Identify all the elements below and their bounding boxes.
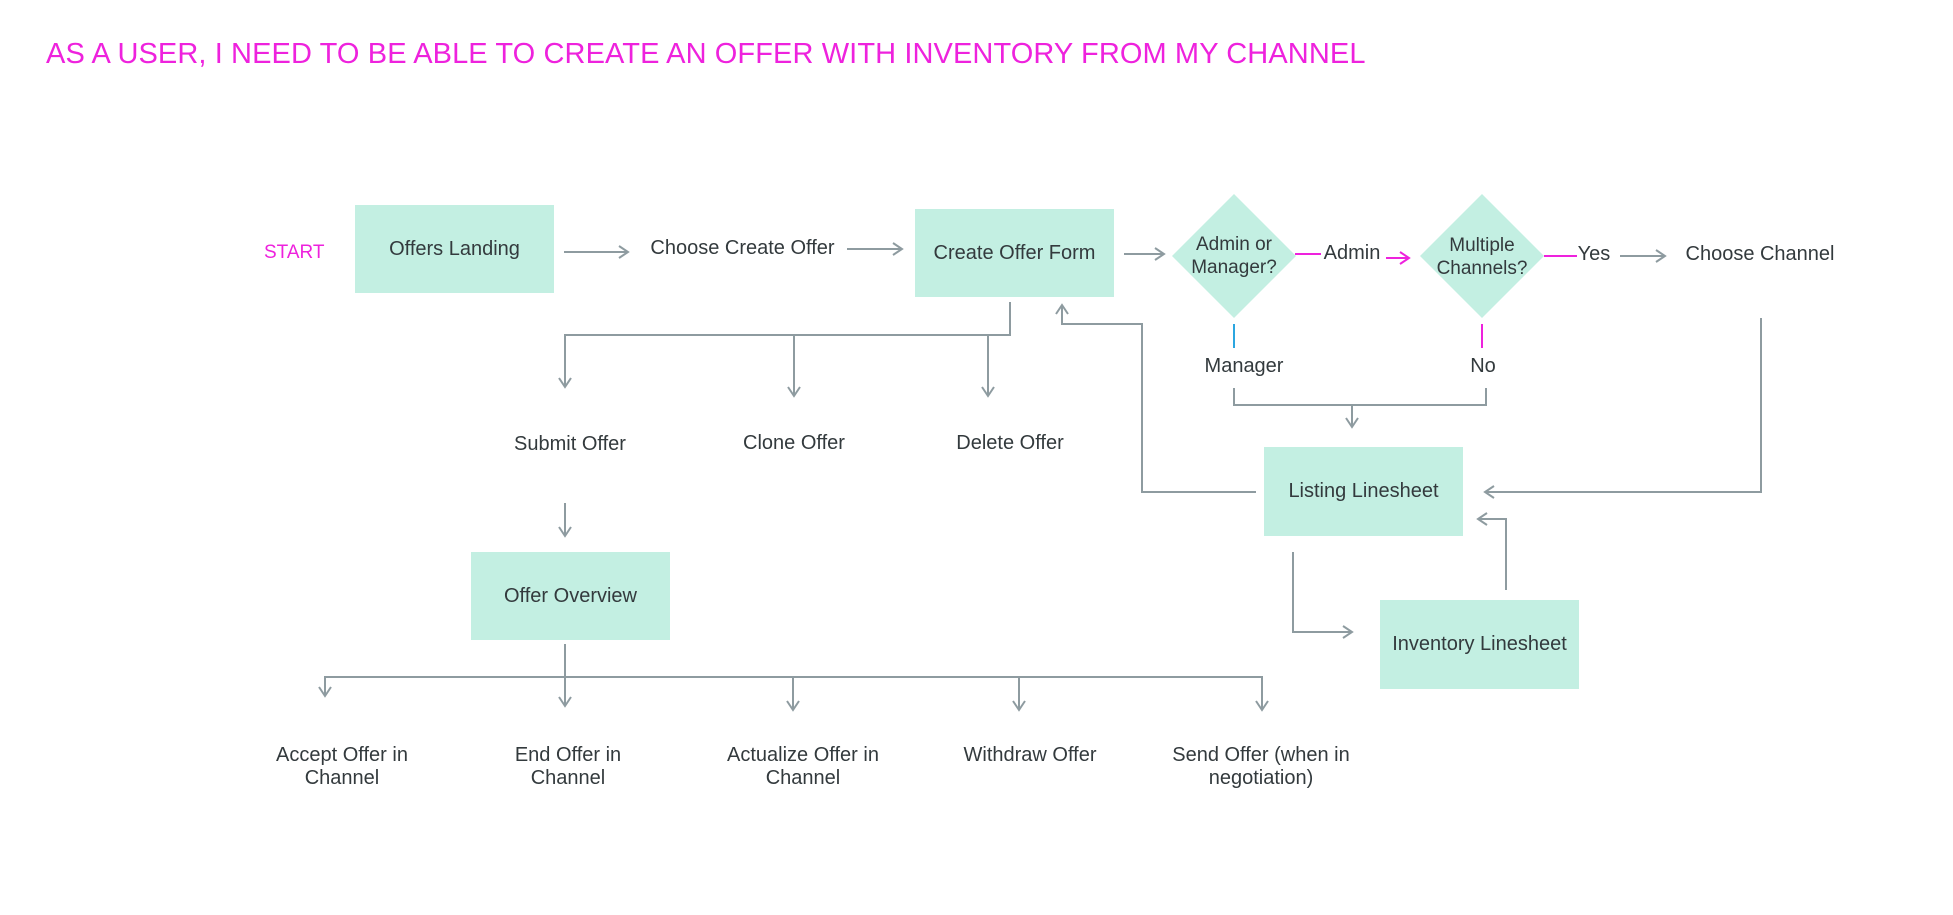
connector-listing-to-form <box>1061 305 1256 493</box>
actualize-offer-step: Actualize Offer in Channel <box>713 744 893 790</box>
arrow-form-to-role-decision <box>1124 247 1166 261</box>
arrow-to-submit-offer <box>558 377 572 389</box>
clone-offer-step: Clone Offer <box>743 432 845 454</box>
role-decision-diamond <box>1172 194 1296 318</box>
connector-manager-no-merge <box>1233 388 1487 427</box>
role-decision-text: Admin or Manager? <box>1191 234 1277 278</box>
arrow-submit-to-overview <box>558 503 572 538</box>
choose-channel-step: Choose Channel <box>1685 243 1835 265</box>
send-offer-line-1: Send Offer (when in <box>1172 744 1350 766</box>
arrow-to-end-offer <box>558 696 572 708</box>
end-offer-line-1: End Offer in <box>514 744 622 766</box>
accept-offer-line-1: Accept Offer in <box>276 744 408 766</box>
accept-offer-line-2: Channel <box>304 767 380 789</box>
arrow-yes-to-choose-channel <box>1620 249 1667 263</box>
arrow-into-listing-linesheet <box>1483 485 1495 499</box>
arrow-to-delete-offer <box>981 386 995 398</box>
offers-landing-node: Offers Landing <box>355 205 554 293</box>
connector-inventory-to-listing <box>1478 518 1507 590</box>
offer-overview-node: Offer Overview <box>471 552 670 640</box>
submit-offer-step: Submit Offer <box>514 433 626 455</box>
actualize-offer-line-2: Channel <box>765 767 841 789</box>
connector-choose-channel-to-listing <box>1485 318 1762 493</box>
listing-linesheet-node: Listing Linesheet <box>1264 447 1463 536</box>
arrow-inventory-into-listing <box>1476 512 1488 526</box>
channels-decision-label: Multiple Channels? <box>1432 233 1532 281</box>
connector-overview-branch <box>324 644 1263 710</box>
channels-decision-diamond <box>1420 194 1544 318</box>
arrow-to-listing-linesheet <box>1345 417 1359 429</box>
accept-offer-step: Accept Offer in Channel <box>262 744 422 790</box>
connector-listing-to-inventory <box>1292 552 1352 633</box>
connector-form-branch <box>564 302 1011 396</box>
arrow-to-inventory-linesheet <box>1342 625 1354 639</box>
send-offer-step: Send Offer (when in negotiation) <box>1161 744 1361 790</box>
admin-branch-label: Admin <box>1323 242 1381 264</box>
page-title: AS A USER, I NEED TO BE ABLE TO CREATE A… <box>46 38 1366 70</box>
actualize-offer-line-1: Actualize Offer in <box>727 744 879 766</box>
create-offer-form-node: Create Offer Form <box>915 209 1114 297</box>
arrow-to-actualize-offer <box>786 700 800 712</box>
end-offer-step: End Offer in Channel <box>488 744 648 790</box>
choose-create-offer-step: Choose Create Offer <box>650 237 835 259</box>
arrow-to-send-offer <box>1255 700 1269 712</box>
end-offer-line-2: Channel <box>530 767 606 789</box>
connector-admin-to-channels <box>1386 251 1411 265</box>
arrow-to-clone-offer <box>787 386 801 398</box>
no-branch-label: No <box>1470 355 1496 377</box>
arrow-back-to-form <box>1055 303 1069 315</box>
send-offer-line-2: negotiation) <box>1208 767 1314 789</box>
channels-decision-text: Multiple Channels? <box>1436 235 1528 279</box>
role-decision-label: Admin or Manager? <box>1184 232 1284 280</box>
withdraw-offer-step: Withdraw Offer <box>963 744 1097 766</box>
inventory-linesheet-node: Inventory Linesheet <box>1380 600 1579 689</box>
arrow-to-accept-offer <box>318 686 332 698</box>
arrow-to-withdraw-offer <box>1012 700 1026 712</box>
arrow-landing-to-choose-create <box>564 245 630 259</box>
arrow-choose-create-to-form <box>847 242 904 256</box>
delete-offer-step: Delete Offer <box>956 432 1064 454</box>
yes-branch-label: Yes <box>1577 243 1611 265</box>
manager-branch-label: Manager <box>1204 355 1284 377</box>
start-label: START <box>264 242 325 263</box>
